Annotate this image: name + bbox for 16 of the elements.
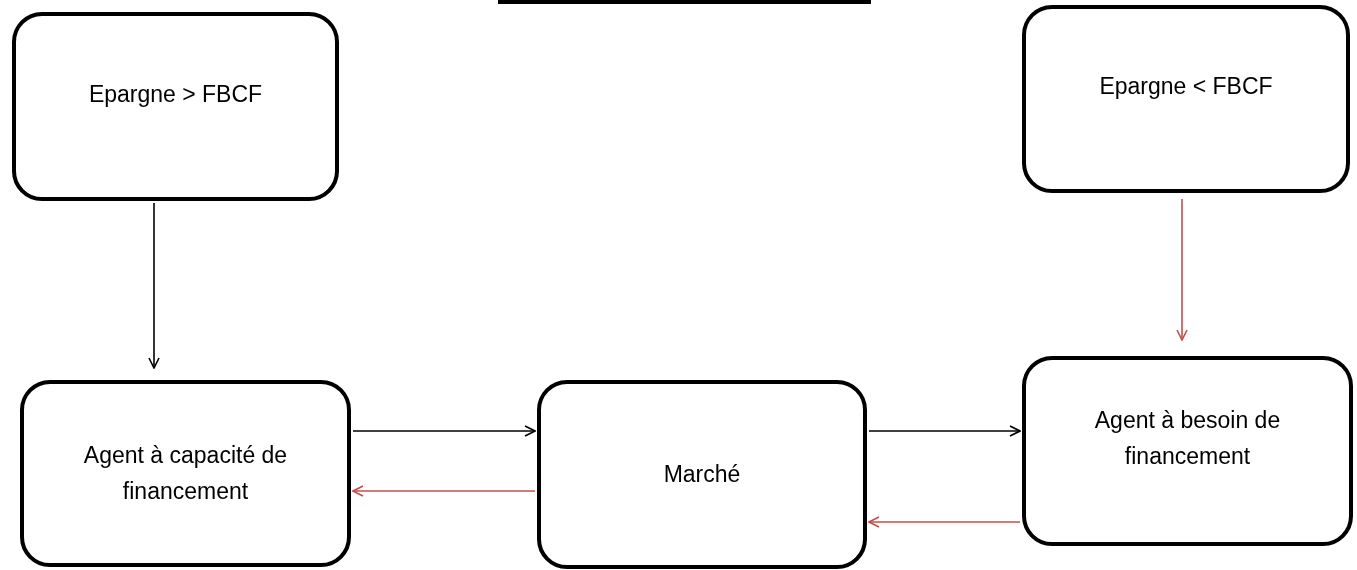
arrow (868, 425, 1021, 437)
process-box (537, 380, 867, 569)
arrow (868, 516, 1021, 528)
arrow (352, 425, 536, 437)
process-box (20, 380, 351, 567)
arrow (148, 202, 160, 369)
box-label: Epargne > FBCF (88, 79, 263, 109)
arrow (352, 485, 536, 497)
process-box (1022, 5, 1350, 193)
arrow (1176, 198, 1188, 341)
box-label: Marché (663, 459, 741, 489)
process-box (1022, 356, 1353, 546)
box-label: Agent à besoin de financement (1093, 406, 1282, 471)
process-box (12, 12, 339, 201)
box-label: Epargne < FBCF (1099, 72, 1273, 102)
box-label: Agent à capacité de financement (82, 440, 289, 506)
